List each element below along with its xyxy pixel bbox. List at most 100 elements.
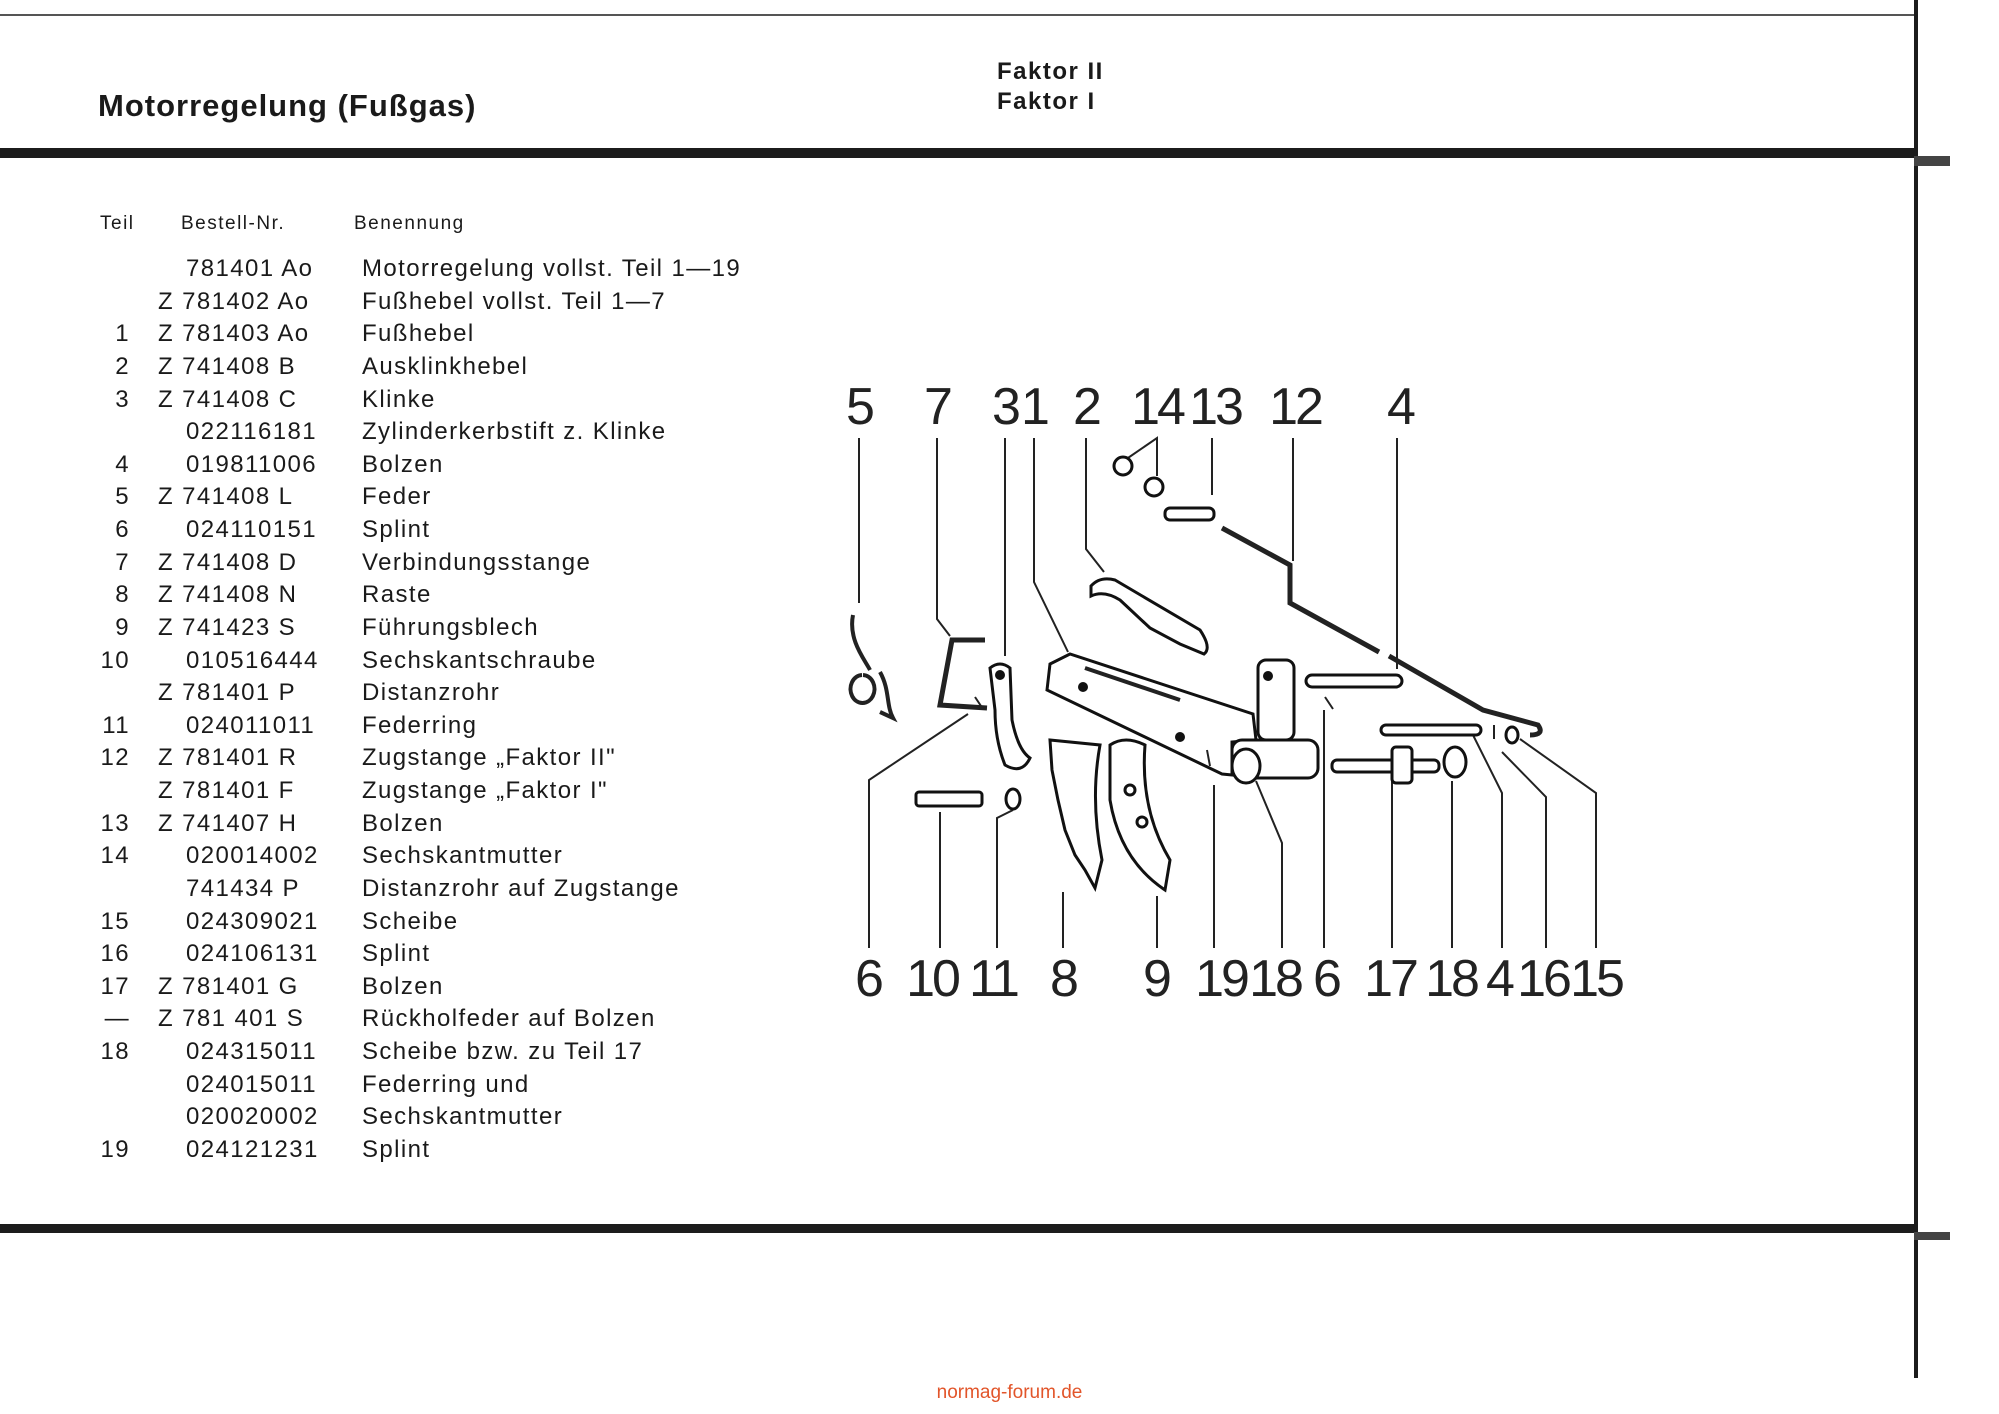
teil-cell: 2 bbox=[115, 352, 130, 380]
parts bbox=[848, 455, 1543, 893]
bestell-nr-cell: Z 781401 G bbox=[158, 972, 299, 1000]
part-callout-number: 14 bbox=[1131, 378, 1185, 436]
split-pin-part-19 bbox=[1206, 749, 1211, 767]
bolt-part-17-head bbox=[1390, 745, 1414, 785]
bestell-nr-cell: Z 781402 Ao bbox=[158, 287, 310, 315]
benennung-cell: Scheibe bzw. zu Teil 17 bbox=[362, 1038, 644, 1066]
teil-cell: 13 bbox=[100, 809, 130, 837]
part-callout-number: 12 bbox=[1269, 378, 1322, 436]
bestell-nr-cell: 022116181 bbox=[186, 418, 317, 446]
washer-part-18-b bbox=[1442, 745, 1468, 779]
benennung-cell: Scheibe bbox=[362, 907, 459, 935]
bolt-part-13 bbox=[1163, 506, 1216, 522]
washer-part-15 bbox=[1504, 725, 1520, 745]
bestell-nr-cell: 024011011 bbox=[186, 711, 316, 739]
part-callout-number: 10 bbox=[906, 950, 959, 1008]
part-callout-number: 17 bbox=[1364, 950, 1417, 1008]
foot-lever-hole bbox=[1078, 682, 1088, 692]
bestell-nr-cell: 024015011 bbox=[186, 1070, 317, 1098]
benennung-cell: Ausklinkhebel bbox=[362, 352, 529, 380]
bestell-nr-cell: 024315011 bbox=[186, 1038, 317, 1066]
teil-cell: 18 bbox=[100, 1038, 130, 1066]
teil-cell: 15 bbox=[100, 907, 130, 935]
teil-cell: 5 bbox=[115, 483, 130, 511]
teil-cell: 3 bbox=[115, 385, 130, 413]
right-border-line bbox=[1914, 0, 1918, 1378]
part-callout-number: 8 bbox=[1050, 950, 1077, 1008]
benennung-cell: Verbindungsstange bbox=[362, 548, 592, 576]
benennung-cell: Bolzen bbox=[362, 972, 444, 1000]
spring-part-5 bbox=[848, 614, 898, 723]
benennung-cell: Federring und bbox=[362, 1070, 530, 1098]
pin-part-4-lower bbox=[1379, 723, 1483, 737]
part-callout-number: 4 bbox=[1387, 378, 1415, 436]
teil-cell: — bbox=[104, 1005, 130, 1033]
split-pin-part-6-b bbox=[1324, 696, 1334, 710]
benennung-cell: Distanzrohr bbox=[362, 679, 501, 707]
bestell-nr-cell: Z 781401 R bbox=[158, 744, 298, 772]
benennung-cell: Bolzen bbox=[362, 809, 444, 837]
part-callout-number: 4 bbox=[1486, 950, 1514, 1008]
bestell-nr-cell: 024106131 bbox=[186, 940, 319, 968]
part-callout-number: 2 bbox=[1073, 378, 1100, 436]
part-callout-number: 7 bbox=[924, 378, 951, 436]
bestell-nr-cell: 781401 Ao bbox=[186, 255, 314, 282]
pawl-part-3 bbox=[988, 662, 1032, 771]
bestell-nr-cell: 024110151 bbox=[186, 516, 317, 544]
leader-lines bbox=[858, 436, 1597, 948]
part-callout-number: 16 bbox=[1517, 950, 1570, 1008]
bolt-part-17-shaft bbox=[1330, 758, 1441, 774]
footer-rule-tab bbox=[1914, 1232, 1950, 1240]
bestell-nr-cell: Z 781401 F bbox=[158, 777, 295, 805]
part-callout-number: 5 bbox=[846, 378, 873, 436]
clevis-fork-hole bbox=[1263, 671, 1273, 681]
bestell-nr-cell: 010516444 bbox=[186, 646, 319, 674]
benennung-cell: Klinke bbox=[362, 385, 436, 413]
benennung-cell: Führungsblech bbox=[362, 613, 539, 641]
teil-cell: 1 bbox=[115, 320, 130, 348]
header-rule-tab bbox=[1914, 156, 1950, 166]
benennung-cell: Distanzrohr auf Zugstange bbox=[362, 874, 680, 902]
footer-watermark[interactable]: normag-forum.de bbox=[936, 1382, 1083, 1403]
bestell-nr-cell: Z 741408 L bbox=[158, 483, 294, 511]
benennung-cell: Splint bbox=[362, 516, 431, 544]
benennung-cell: Sechskantmutter bbox=[362, 1103, 564, 1131]
bestell-nr-cell: 020020002 bbox=[186, 1103, 319, 1131]
part-callout-number: 1 bbox=[1021, 378, 1048, 436]
teil-cell: 4 bbox=[115, 450, 130, 478]
benennung-cell: Sechskantschraube bbox=[362, 646, 597, 674]
foot-lever-slot bbox=[1084, 666, 1181, 702]
guide-plate-hole bbox=[1123, 783, 1137, 797]
lock-washer-part-11 bbox=[1004, 787, 1022, 811]
part-callout-number: 9 bbox=[1143, 950, 1170, 1008]
benennung-cell: Sechskantmutter bbox=[362, 842, 564, 870]
teil-cell: 9 bbox=[115, 613, 130, 641]
bestell-nr-cell: 020014002 bbox=[186, 842, 319, 870]
benennung-cell: Splint bbox=[362, 1136, 431, 1163]
faktor-label-ii: Faktor II bbox=[997, 58, 1104, 85]
teil-cell: 12 bbox=[100, 744, 130, 772]
part-callout-number: 13 bbox=[1189, 378, 1242, 436]
bestell-nr-cell: Z 741408 N bbox=[158, 581, 298, 609]
part-callout-number: 18 bbox=[1425, 950, 1478, 1008]
benennung-cell: Fußhebel vollst. Teil 1—7 bbox=[362, 287, 667, 315]
connecting-rod-part-7 bbox=[937, 637, 988, 711]
benennung-cell: Rückholfeder auf Bolzen bbox=[362, 1005, 656, 1033]
